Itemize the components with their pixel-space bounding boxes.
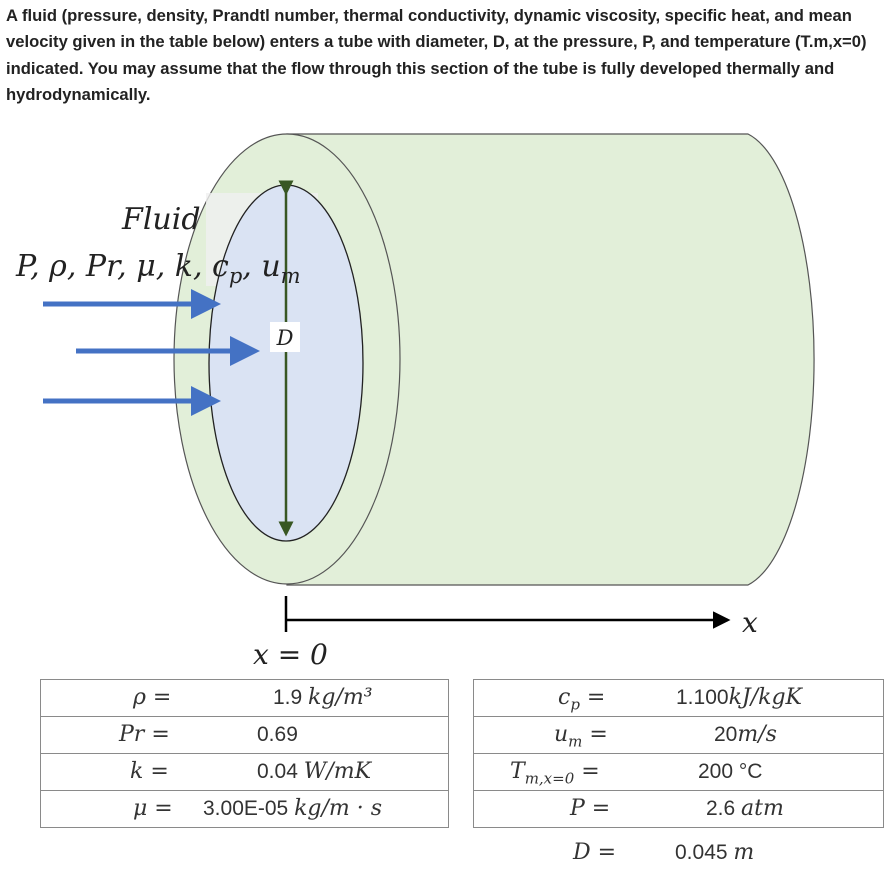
table-row: k = 0.04 W/mK (40, 753, 449, 791)
table-row: Tm,x=0 = 200 °C (473, 753, 884, 791)
property-value: 0.045 m (675, 840, 755, 865)
table-row: μ = 3.00E-05 kg/m · s (40, 790, 449, 828)
fluid-properties: P, ρ, Pr, μ, k, cp, um (15, 249, 301, 288)
property-label: Tm,x=0 = (510, 759, 600, 788)
property-value: 1.9 kg/m³ (273, 685, 373, 710)
property-value: 200 °C (698, 760, 763, 783)
property-label: um = (554, 722, 608, 751)
table-row: ρ = 1.9 kg/m³ (40, 679, 449, 717)
property-label: cp = (558, 685, 606, 714)
diameter-label: D (276, 326, 294, 350)
left-property-table: ρ = 1.9 kg/m³ Pr = 0.69 k = 0.04 W/mK μ … (40, 679, 449, 828)
table-row: Pr = 0.69 (40, 716, 449, 754)
property-value: 1.100kJ/kgK (676, 685, 802, 710)
property-value: 3.00E-05 kg/m · s (203, 796, 383, 821)
property-label: D = (573, 840, 617, 865)
table-row: cp = 1.100kJ/kgK (473, 679, 884, 717)
property-label: ρ = (133, 685, 172, 710)
table-row: P = 2.6 atm (473, 790, 884, 828)
tube-body (286, 133, 815, 586)
property-value: 2.6 atm (706, 796, 784, 821)
property-label: P = (570, 796, 611, 821)
property-label: μ = (133, 796, 173, 821)
property-label: Pr = (119, 722, 170, 747)
x-origin-label: x = 0 (253, 638, 328, 671)
property-label: k = (130, 759, 169, 784)
table-row: D = 0.045 m (473, 835, 884, 871)
x-axis-label: x (742, 606, 758, 639)
table-row: um = 20m/s (473, 716, 884, 754)
right-property-table: cp = 1.100kJ/kgK um = 20m/s Tm,x=0 = 200… (473, 679, 884, 828)
fluid-label: Fluid (121, 202, 201, 237)
property-value: 0.69 (257, 723, 298, 746)
problem-statement: A fluid (pressure, density, Prandtl numb… (6, 6, 867, 104)
property-value: 0.04 W/mK (257, 759, 372, 784)
property-value: 20m/s (714, 722, 777, 747)
